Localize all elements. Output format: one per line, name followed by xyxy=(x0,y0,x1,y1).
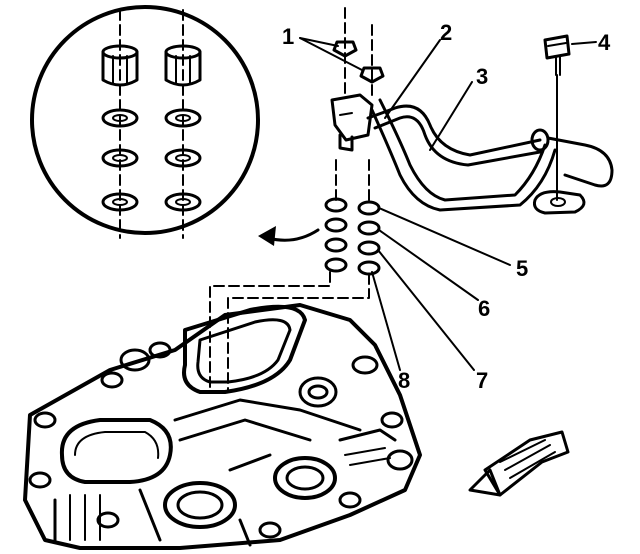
callout-1: 1 xyxy=(282,24,294,49)
bolt xyxy=(543,34,571,201)
callout-7: 7 xyxy=(476,368,488,393)
detail-washers-right xyxy=(164,108,202,212)
callout-5: 5 xyxy=(516,256,528,281)
detail-nut-left xyxy=(101,44,139,87)
callouts: 1 2 3 4 5 6 7 8 xyxy=(282,20,611,393)
callout-3: 3 xyxy=(476,64,488,89)
intake-manifold xyxy=(23,303,422,550)
washer-stack-left xyxy=(324,197,348,273)
front-direction-arrow-icon xyxy=(468,430,570,497)
washer-stack-right xyxy=(357,200,381,276)
leader-lines xyxy=(299,37,597,371)
callout-8: 8 xyxy=(398,368,410,393)
callout-6: 6 xyxy=(478,296,490,321)
detail-washers-left xyxy=(101,108,139,212)
curved-arrow-left-icon xyxy=(258,226,320,246)
nut-upper-left xyxy=(332,40,358,58)
detail-nut-right xyxy=(164,44,202,87)
nut-upper-right xyxy=(359,66,385,84)
callout-2: 2 xyxy=(440,20,452,45)
fuel-line-assembly xyxy=(330,7,614,215)
detail-circle xyxy=(30,5,260,239)
callout-4: 4 xyxy=(598,30,611,55)
